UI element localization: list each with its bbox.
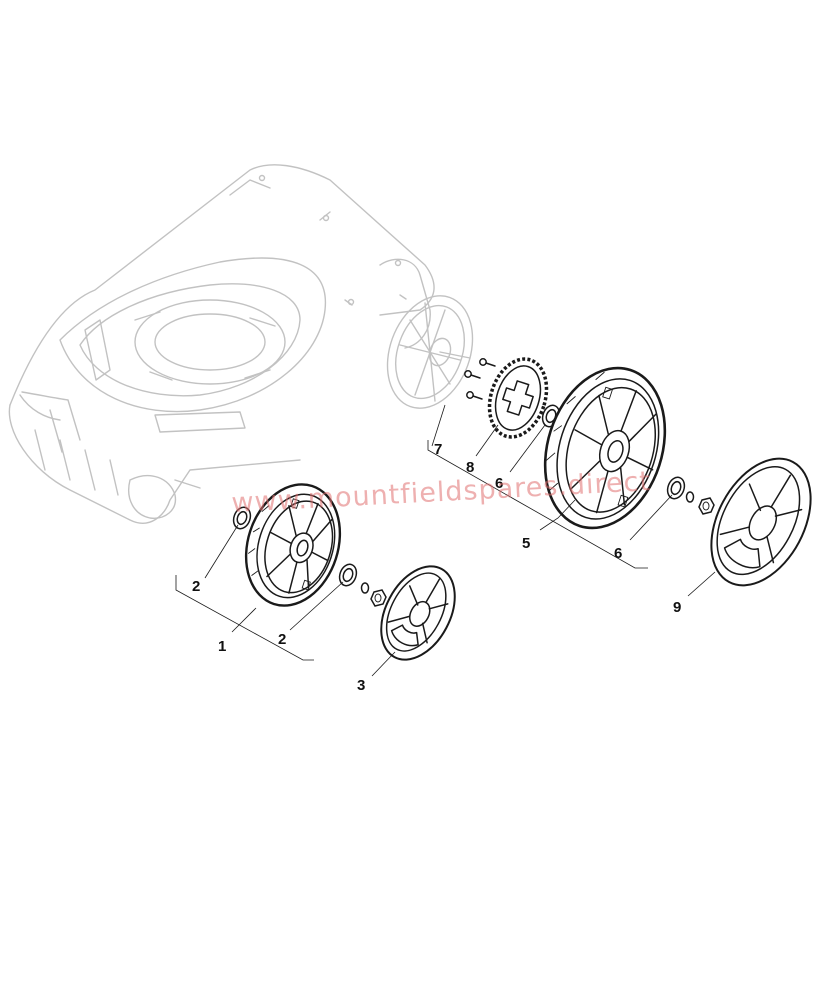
rear-hubcap-part-9	[710, 457, 812, 587]
bearing-part-6-lower	[666, 476, 686, 500]
leader-lines	[175, 404, 716, 677]
front-hubcap-part-3	[380, 565, 456, 661]
rear-wheel-part-5	[543, 366, 667, 530]
callout-6-upper: 6	[495, 475, 503, 492]
callout-labels: 7 8 6 5 6 9 2 1 2 3	[192, 441, 681, 694]
front-wheel-part-1	[244, 483, 342, 607]
front-washer-nut	[360, 582, 387, 607]
callout-9: 9	[673, 599, 681, 616]
bolts-part-7	[464, 358, 496, 400]
callout-5: 5	[522, 535, 530, 552]
rear-hub-plate	[386, 295, 474, 409]
rear-washer-nut	[685, 491, 715, 515]
callout-8: 8	[466, 459, 474, 476]
callout-2-upper: 2	[192, 578, 200, 595]
callout-6-lower: 6	[614, 545, 622, 562]
callout-2-lower: 2	[278, 631, 286, 648]
callout-3: 3	[357, 677, 365, 694]
bearing-part-2-upper	[232, 506, 252, 530]
bearing-part-2-lower	[338, 563, 358, 587]
drive-gear-part-8	[487, 357, 549, 439]
callout-7: 7	[434, 441, 442, 458]
mower-deck-outline	[8, 164, 435, 524]
callout-1: 1	[218, 638, 226, 655]
